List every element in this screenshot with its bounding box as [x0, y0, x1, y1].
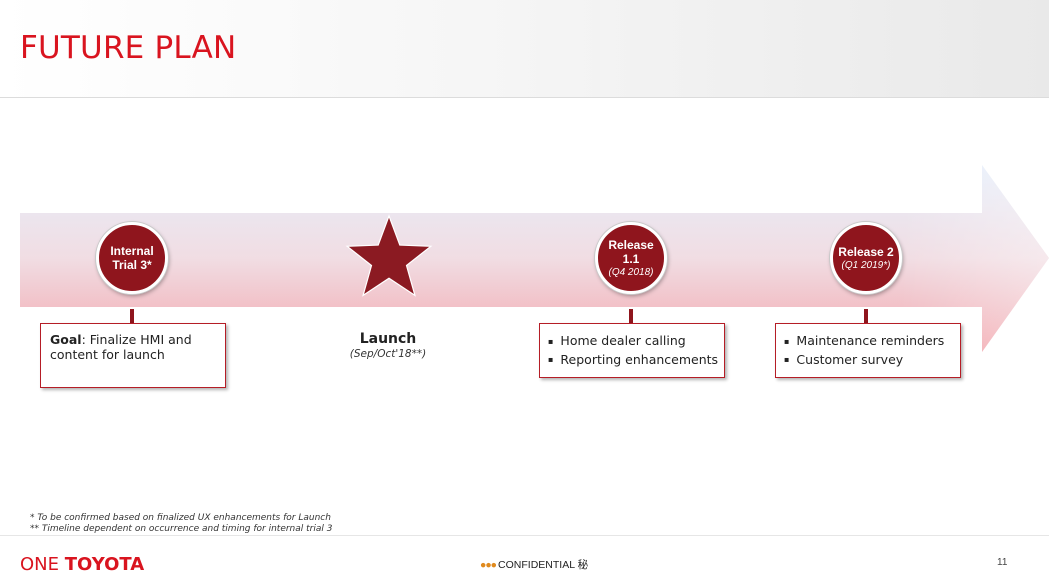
list-item: ▪ Customer survey: [784, 351, 960, 370]
bullet-icon: ▪: [784, 355, 790, 364]
launch-date: (Sep/Oct'18**): [349, 348, 427, 360]
list-item-text: Reporting enhancements: [560, 351, 719, 367]
timeline-arrow: [20, 165, 1049, 352]
slide-title: FUTURE PLAN: [20, 30, 237, 66]
goal-description: : Finalize HMI and content for launch: [50, 332, 192, 362]
milestone-title: Release 2: [838, 244, 894, 259]
list-item-text: Home dealer calling: [560, 333, 686, 348]
list-item: ▪ Home dealer calling: [548, 332, 724, 351]
list-item: ▪ Reporting enhancements: [548, 351, 724, 370]
release-2-list: ▪ Maintenance reminders ▪ Customer survey: [784, 332, 960, 369]
bullet-icon: ▪: [548, 355, 554, 364]
bullet-icon: ▪: [548, 336, 554, 346]
milestone-internal-trial-3: Internal Trial 3*: [96, 222, 168, 294]
milestone-release-2: Release 2 (Q1 2019*): [830, 222, 902, 294]
page-number: 11: [997, 557, 1008, 568]
milestone-subtitle: (Q1 2019*): [841, 259, 891, 271]
launch-label: Launch: [359, 331, 417, 347]
milestone-connector: [864, 309, 868, 323]
list-item: ▪ Maintenance reminders: [784, 332, 960, 351]
milestone-subtitle: (Q4 2018): [608, 266, 654, 278]
confidential-dots-icon: ●●●: [480, 559, 497, 571]
brand-name: TOYOTA: [64, 554, 145, 575]
goal-label: Goal: [50, 332, 82, 347]
launch-star-icon: [345, 214, 433, 297]
confidential-label: ●●●CONFIDENTIAL 秘: [480, 557, 588, 572]
header-band: [0, 0, 1049, 98]
confidential-text: CONFIDENTIAL 秘: [498, 559, 589, 571]
release-1-1-list: ▪ Home dealer calling ▪ Reporting enhancem…: [548, 332, 724, 369]
footer-divider: [0, 535, 1049, 536]
milestone-release-1-1: Release 1.1 (Q4 2018): [595, 222, 667, 294]
release-2-box: ▪ Maintenance reminders ▪ Customer survey: [775, 323, 961, 378]
bullet-icon: ▪: [784, 336, 790, 346]
list-item-text: Maintenance reminders: [796, 333, 945, 348]
list-item-text: Customer survey: [796, 351, 904, 367]
brand-logo: ONE TOYOTA: [20, 554, 144, 575]
milestone-title: Internal Trial 3*: [110, 244, 154, 272]
footnote-launch: * To be confirmed based on finalized UX …: [30, 513, 331, 523]
brand-prefix: ONE: [20, 554, 60, 575]
release-1-1-box: ▪ Home dealer calling ▪ Reporting enhancem…: [539, 323, 725, 378]
milestone-connector: [629, 309, 633, 323]
footnote-timeline: ** Timeline dependent on occurrence and …: [30, 524, 333, 534]
goal-text: Goal: Finalize HMI and content for launc…: [50, 332, 225, 362]
milestone-title: Release 1.1: [608, 237, 654, 266]
milestone-connector: [130, 309, 134, 323]
goal-box: Goal: Finalize HMI and content for launc…: [40, 323, 226, 388]
